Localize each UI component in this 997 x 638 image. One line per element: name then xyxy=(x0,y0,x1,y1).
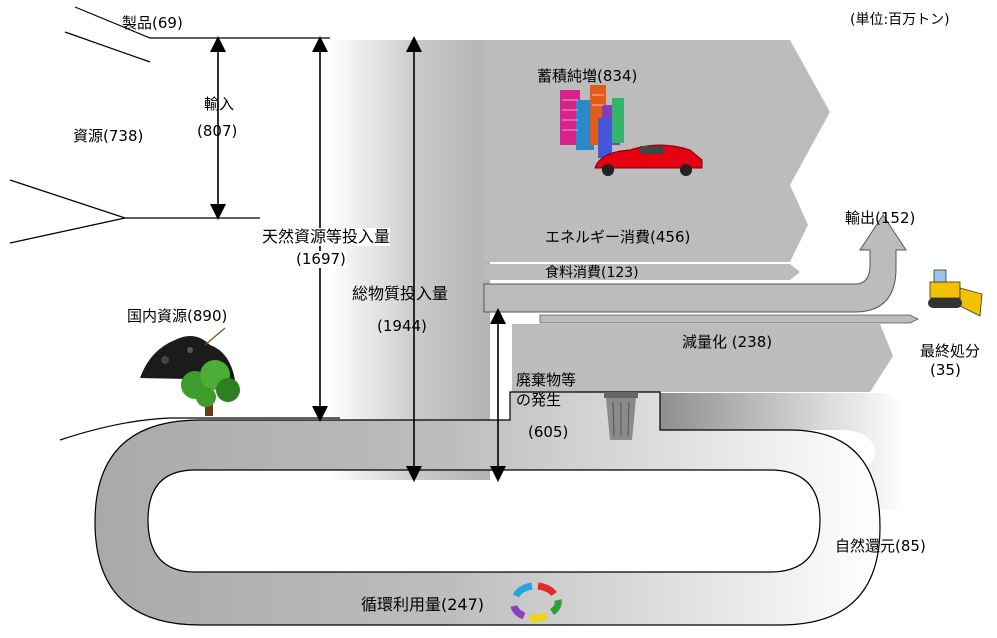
energy-label: エネルギー消費(456) xyxy=(545,228,691,246)
food-label: 食料消費(123) xyxy=(545,265,639,281)
unit-label: (単位:百万トン) xyxy=(850,12,950,28)
waste-label-line1: 廃棄物等 xyxy=(516,371,577,389)
products-label: 製品(69) xyxy=(122,14,183,32)
final-disposal-flow xyxy=(539,314,919,324)
waste-value: (605) xyxy=(528,423,569,441)
buildings-icon xyxy=(560,85,624,158)
resources-label: 資源(738) xyxy=(73,127,144,145)
import-value: (807) xyxy=(197,122,238,140)
waste-label-line2: の発生 xyxy=(516,391,562,409)
total-input-value: (1944) xyxy=(377,317,427,335)
recycle-arrows-icon xyxy=(510,582,562,622)
import-label: 輸入 xyxy=(204,95,235,113)
energy-flow xyxy=(484,185,808,262)
recycling-loop-band xyxy=(94,391,881,626)
domestic-label: 国内資源(890) xyxy=(127,307,228,325)
natural-return-flow xyxy=(660,393,905,510)
bulldozer-icon xyxy=(928,269,983,317)
recycling-label: 循環利用量(247) xyxy=(361,595,485,614)
car-icon xyxy=(594,144,703,176)
total-input-label: 総物質投入量 xyxy=(352,284,449,303)
trash-can-icon xyxy=(604,392,638,440)
food-flow xyxy=(484,264,800,280)
reduction-label: 減量化 (238) xyxy=(682,333,773,351)
reduction-flow xyxy=(512,324,893,392)
export-label: 輸出(152) xyxy=(845,209,916,227)
natural-input-value: (1697) xyxy=(296,250,346,269)
final-disposal-label: 最終処分 xyxy=(920,342,981,360)
final-disposal-value: (35) xyxy=(930,361,961,379)
export-flow xyxy=(483,214,907,313)
natural-return-label: 自然還元(85) xyxy=(835,537,926,555)
tree-icon xyxy=(181,360,240,416)
accumulation-label: 蓄積純増(834) xyxy=(537,67,638,85)
natural-input-label: 天然資源等投入量 xyxy=(262,227,391,247)
main-flow-band xyxy=(330,40,490,480)
